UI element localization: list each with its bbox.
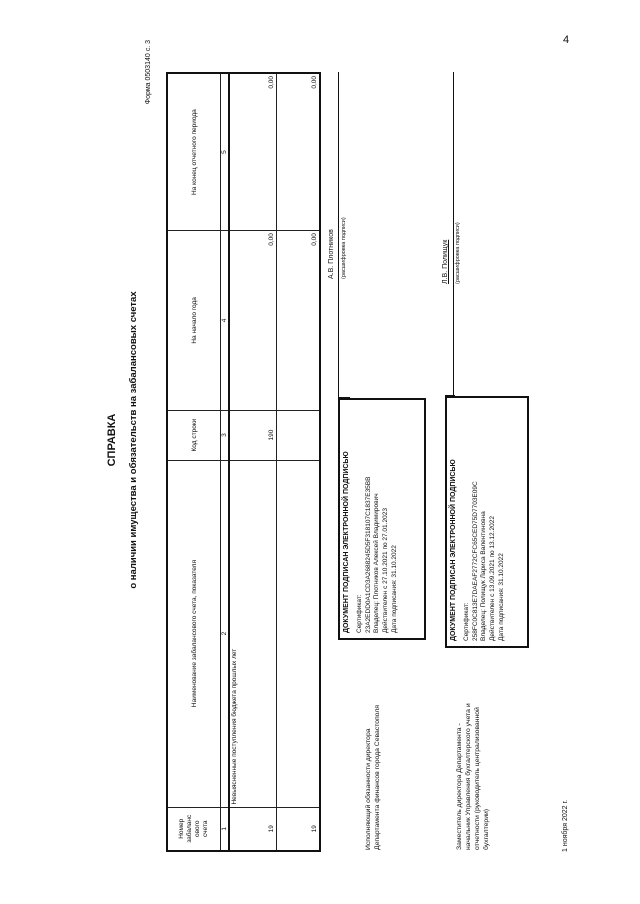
column-number: 4 xyxy=(220,230,229,411)
document-title: СПРАВКА xyxy=(106,413,118,467)
stamp-connector-1 xyxy=(338,397,350,398)
column-number: 5 xyxy=(220,73,229,231)
signer-2-caption: (расшифровка подписи) xyxy=(455,222,461,284)
account-cell: 19 xyxy=(276,807,320,851)
table-row: 19 0,00 0,00 xyxy=(276,73,320,851)
code-cell: 190 xyxy=(229,410,277,461)
header-start: На начало года xyxy=(167,230,221,411)
signer-2-name: Л.В. Полищук xyxy=(442,239,449,284)
account-cell: 19 xyxy=(229,807,277,851)
form-label: Форма 0503140 с. 3 xyxy=(145,40,152,105)
signature-line-2 xyxy=(453,72,454,396)
code-cell xyxy=(276,410,320,461)
document-date: 1 ноября 2022 г. xyxy=(562,799,569,852)
column-numbers-row: 1 2 3 4 5 xyxy=(220,73,229,851)
column-number: 2 xyxy=(220,460,229,808)
end-value-cell: 0,00 xyxy=(229,73,277,231)
start-value-cell: 0,00 xyxy=(229,230,277,411)
section-label: Невыясненные поступления бюджета прошлых… xyxy=(229,460,277,808)
signer-1-caption: (расшифровка подписи) xyxy=(341,217,347,279)
header-name: Наименование забалансового счета, показа… xyxy=(167,460,221,808)
document-subtitle: о наличии имущества и обязательств на за… xyxy=(128,291,139,589)
stamp-connector-2 xyxy=(445,395,455,396)
table-row: 19 Невыясненные поступления бюджета прош… xyxy=(229,73,277,851)
signature-stamp-2: ДОКУМЕНТ ПОДПИСАН ЭЛЕКТРОННОЙ ПОДПИСЬЮ С… xyxy=(445,396,529,648)
column-number: 3 xyxy=(220,410,229,461)
signature-stamp-1: ДОКУМЕНТ ПОДПИСАН ЭЛЕКТРОННОЙ ПОДПИСЬЮ С… xyxy=(338,398,426,640)
signature-line-1 xyxy=(338,72,339,398)
header-end: На конец отчетного периода xyxy=(167,73,221,231)
page-number: 4 xyxy=(563,34,570,46)
signer-1-name: А.В. Плотников xyxy=(328,229,335,279)
name-cell xyxy=(276,460,320,808)
header-code: Код строки xyxy=(167,410,221,461)
signer-2-position: Заместитель директора Департамента -нача… xyxy=(456,703,490,850)
column-number: 1 xyxy=(220,807,229,851)
start-value-cell: 0,00 xyxy=(276,230,320,411)
end-value-cell: 0,00 xyxy=(276,73,320,231)
